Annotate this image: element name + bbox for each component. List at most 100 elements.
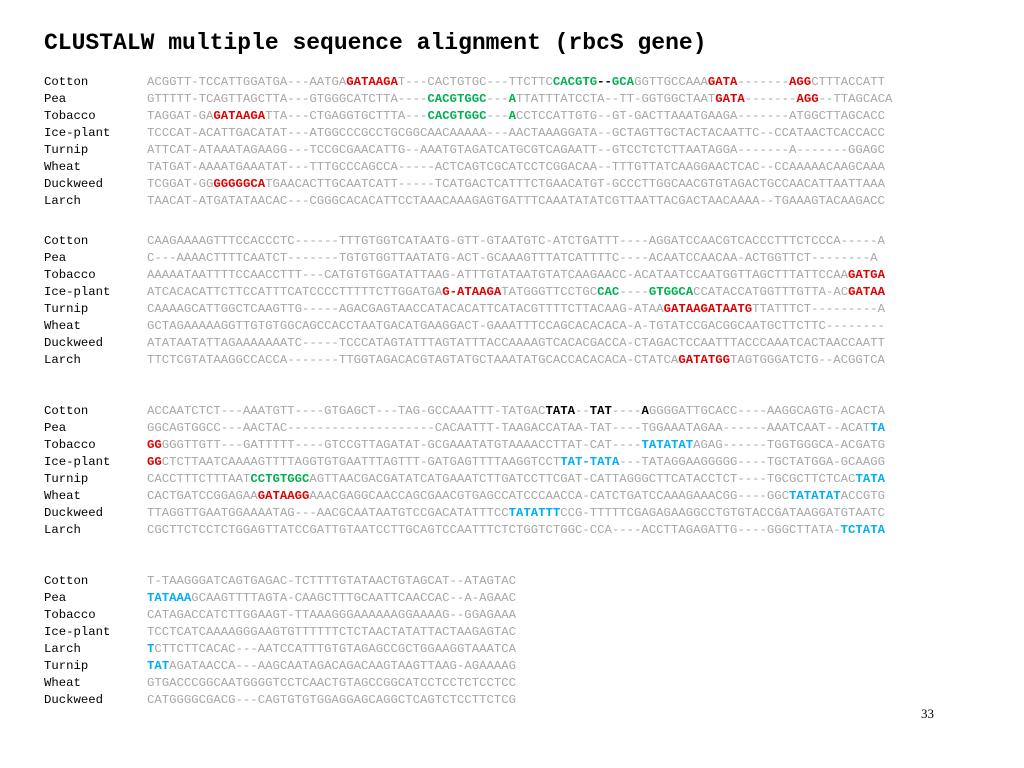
- sequence-segment: GTGACCCGGCAATGGGGTCCTCAACTGTAGCCGGCATCCT…: [147, 676, 516, 690]
- sequence-segment: CATAGACCATCTTGGAAGT-TTAAAGGGAAAAAAGGAAAA…: [147, 608, 516, 622]
- sequence-segment: ACCAATCTCT---AAATGTT----GTGAGCT---TAG-GC…: [147, 404, 546, 418]
- species-name: Duckweed: [44, 693, 104, 707]
- sequence: ATTCAT-ATAAATAGAAGG---TCCGCGAACATTG--AAA…: [147, 142, 885, 159]
- sequence-segment: CACTGATCCGGAGAA: [147, 489, 258, 503]
- sequence: GGGGGTTGTT---GATTTTT----GTCCGTTAGATAT-GC…: [147, 437, 885, 454]
- motif-red: AGG: [796, 92, 819, 106]
- sequence: GGCAGTGGCC---AACTAC--------------------C…: [147, 420, 885, 437]
- sequence-segment: TTATTTCT---------A: [752, 302, 885, 316]
- species-name: Cotton: [44, 75, 89, 89]
- motif-red: GG: [147, 455, 162, 469]
- sequence-segment: TTATTTATCCTA--TT-GGTGGCTAAT: [516, 92, 716, 106]
- sequence-segment: AAAAATAATTTTCCAACCTTT---CATGTGTGGATATTAA…: [147, 268, 849, 282]
- species-name: Duckweed: [44, 506, 104, 520]
- sequence-segment: -------: [744, 92, 797, 106]
- sequence-segment: TAGGAT-GA: [147, 109, 214, 123]
- sequence-segment: CATGGGGCGACG---CAGTGTGTGGAGGAGCAGGCTCAGT…: [147, 693, 516, 707]
- motif-red: GATAA: [848, 285, 885, 299]
- motif-red: GATAAGA: [213, 109, 266, 123]
- sequence-segment: ---: [486, 109, 509, 123]
- sequence: TATAAAGCAAGTTTTAGTA-CAAGCTTTGCAATTCAACCA…: [147, 590, 516, 607]
- motif-black: TATA: [545, 404, 576, 418]
- sequence: GGCTCTTAATCAAAAGTTTTAGGTGTGAATTTAGTTT-GA…: [147, 454, 885, 471]
- sequence-segment: GGGGATTGCACC----AAGGCAGTG-ACACTA: [648, 404, 885, 418]
- motif-cyan: TATATAT: [789, 489, 841, 503]
- sequence: TCCTCATCAAAAGGGAAGTGTTTTTTCTCTAACTATATTA…: [147, 624, 516, 641]
- sequence-row-wheat: Wheat GTGACCCGGCAATGGGGTCCTCAACTGTAGCCGGC…: [44, 675, 516, 692]
- motif-black: --: [597, 75, 612, 89]
- sequence: CATGGGGCGACG---CAGTGTGTGGAGGAGCAGGCTCAGT…: [147, 692, 516, 709]
- motif-red: G-ATAAGA: [442, 285, 502, 299]
- species-name: Pea: [44, 421, 67, 435]
- sequence: ACCAATCTCT---AAATGTT----GTGAGCT---TAG-GC…: [147, 403, 885, 420]
- sequence-segment: TATGAT-AAAATGAAATAT---TTTGCCCAGCCA-----A…: [147, 160, 885, 174]
- sequence-row-pea: Pea C---AAAACTTTTCAATCT-------TGTGTGGTTAA…: [44, 250, 885, 267]
- sequence: C---AAAACTTTTCAATCT-------TGTGTGGTTAATAT…: [147, 250, 878, 267]
- sequence-row-larch: Larch TAACAT-ATGATATAACAC---CGGGCACACATTC…: [44, 193, 892, 210]
- sequence-segment: CTCTTAATCAAAAGTTTTAGGTGTGAATTTAGTTT-GATG…: [161, 455, 561, 469]
- sequence: CACCTTTCTTTAATCCTGTGGCAGTTAACGACGATATCAT…: [147, 471, 885, 488]
- sequence-segment: TAACAT-ATGATATAACAC---CGGGCACACATTCCTAAA…: [147, 194, 885, 208]
- species-name: Wheat: [44, 319, 81, 333]
- slide-title: CLUSTALW multiple sequence alignment (rb…: [44, 30, 707, 56]
- sequence-segment: CGCTTCTCCTCTGGAGTTATCCGATTGTAATCCTTGCAGT…: [147, 523, 841, 537]
- species-name: Wheat: [44, 160, 81, 174]
- sequence: TATGAT-AAAATGAAATAT---TTTGCCCAGCCA-----A…: [147, 159, 885, 176]
- motif-red: AGG: [789, 75, 812, 89]
- sequence-segment: GGTTGCCAAA: [634, 75, 708, 89]
- motif-black: TAT: [589, 404, 612, 418]
- sequence-segment: CCTCCATTGTG--GT-GACTTAAATGAAGA-------ATG…: [516, 109, 885, 123]
- motif-green: CACGTGGC: [427, 109, 487, 123]
- species-name: Turnip: [44, 302, 89, 316]
- species-name: Larch: [44, 194, 81, 208]
- sequence: GTTTTT-TCAGTTAGCTTA---GTGGGCATCTTA----CA…: [147, 91, 892, 108]
- motif-cyan: TATATTT: [508, 506, 561, 520]
- page-number: 33: [921, 706, 934, 721]
- species-name: Ice-plant: [44, 455, 111, 469]
- species-name: Turnip: [44, 659, 89, 673]
- motif-red: GATA: [715, 92, 745, 106]
- sequence-segment: ----: [619, 285, 649, 299]
- sequence-segment: CCATACCATGGTTTGTTA-AC: [693, 285, 849, 299]
- sequence: TTCTCGTATAAGGCCACCA-------TTGGTAGACACGTA…: [147, 352, 885, 369]
- species-name: Wheat: [44, 489, 81, 503]
- sequence-segment: CCG-TTTTTCGAGAGAAGGCCTGTGTACCGATAAGGATGT…: [560, 506, 885, 520]
- sequence-segment: ACGGTT-TCCATTGGATGA---AATGA: [147, 75, 347, 89]
- species-name: Pea: [44, 591, 67, 605]
- motif-green: CACGTGGC: [427, 92, 487, 106]
- sequence-segment: GTTTTT-TCAGTTAGCTTA---GTGGGCATCTTA----: [147, 92, 428, 106]
- sequence: TATAGATAACCA---AAGCAATAGACAGACAAGTAAGTTA…: [147, 658, 516, 675]
- sequence: TCCCAT-ACATTGACATAT---ATGGCCCGCCTGCGGCAA…: [147, 125, 885, 142]
- motif-cyan: T: [147, 642, 155, 656]
- sequence-row-pea: Pea GGCAGTGGCC---AACTAC------------------…: [44, 420, 885, 437]
- sequence-row-larch: Larch CGCTTCTCCTCTGGAGTTATCCGATTGTAATCCTT…: [44, 522, 885, 539]
- species-name: Pea: [44, 251, 67, 265]
- sequence: T-TAAGGGATCAGTGAGAC-TCTTTTGTATAACTGTAGCA…: [147, 573, 516, 590]
- sequence-segment: CAAGAAAAGTTTCCACCCTC------TTTGTGGTCATAAT…: [147, 234, 885, 248]
- sequence-segment: T-TAAGGGATCAGTGAGAC-TCTTTTGTATAACTGTAGCA…: [147, 574, 516, 588]
- sequence: TTAGGTTGAATGGAAAATAG---AACGCAATAATGTCCGA…: [147, 505, 885, 522]
- sequence-segment: TGAACACTTGCAATCATT-----TCATGACTCATTTCTGA…: [265, 177, 885, 191]
- sequence-row-wheat: Wheat TATGAT-AAAATGAAATAT---TTTGCCCAGCCA-…: [44, 159, 892, 176]
- species-name: Wheat: [44, 676, 81, 690]
- species-name: Larch: [44, 523, 81, 537]
- sequence-segment: ----: [611, 404, 642, 418]
- sequence-row-duckweed: Duckweed CATGGGGCGACG---CAGTGTGTGGAGGAGCA…: [44, 692, 516, 709]
- motif-green: A: [508, 92, 516, 106]
- sequence: TCTTCTTCACAC---AATCCATTTGTGTAGAGCCGCTGGA…: [147, 641, 516, 658]
- sequence-segment: TTCTCGTATAAGGCCACCA-------TTGGTAGACACGTA…: [147, 353, 679, 367]
